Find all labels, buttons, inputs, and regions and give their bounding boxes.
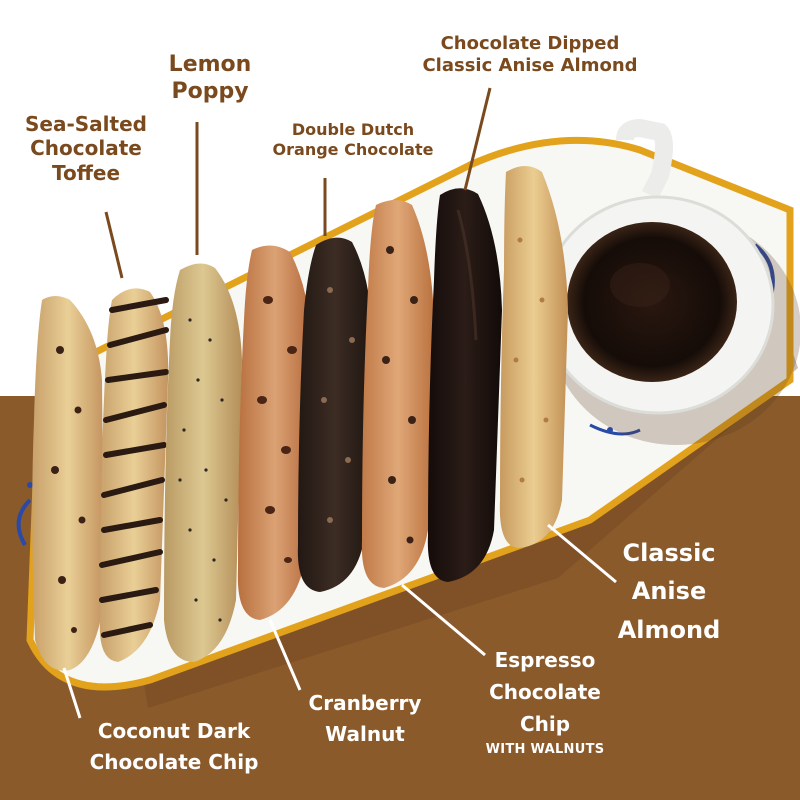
label-sea-salted-chocolate-toffee: Sea-Salted Chocolate Toffee [25,112,147,185]
coffee-cup-icon [541,118,800,445]
biscotti-coconut [32,296,104,671]
label-chocolate-dipped-classic-anise-almond: Chocolate Dipped Classic Anise Almond [422,33,638,76]
biscotti-classic-anise-almond [499,166,568,548]
biscotti-lemon-poppy [164,263,242,662]
biscotti-chocolate-dipped-anise [427,188,502,583]
label-with-walnuts: WITH WALNUTS [485,742,605,757]
label-coconut-dark-chocolate-chip: Coconut Dark Chocolate Chip [89,719,259,774]
biscotti-sea-salted-toffee [99,288,169,662]
label-classic-anise-almond: Classic Anise Almond [617,539,721,644]
label-lemon-poppy: Lemon Poppy [168,52,252,104]
label-cranberry-walnut: Cranberry Walnut [308,691,422,746]
label-espresso-chocolate-chip: Espresso Chocolate Chip WITH WALNUTS [460,644,630,761]
label-double-dutch-orange-chocolate: Double Dutch Orange Chocolate [272,120,434,159]
biscotti-espresso-chocolate-chip [361,200,434,588]
biscotti-cranberry-walnut [237,245,312,621]
label-leader-lines [62,87,617,719]
biscotti-double-dutch-orange [297,237,372,593]
